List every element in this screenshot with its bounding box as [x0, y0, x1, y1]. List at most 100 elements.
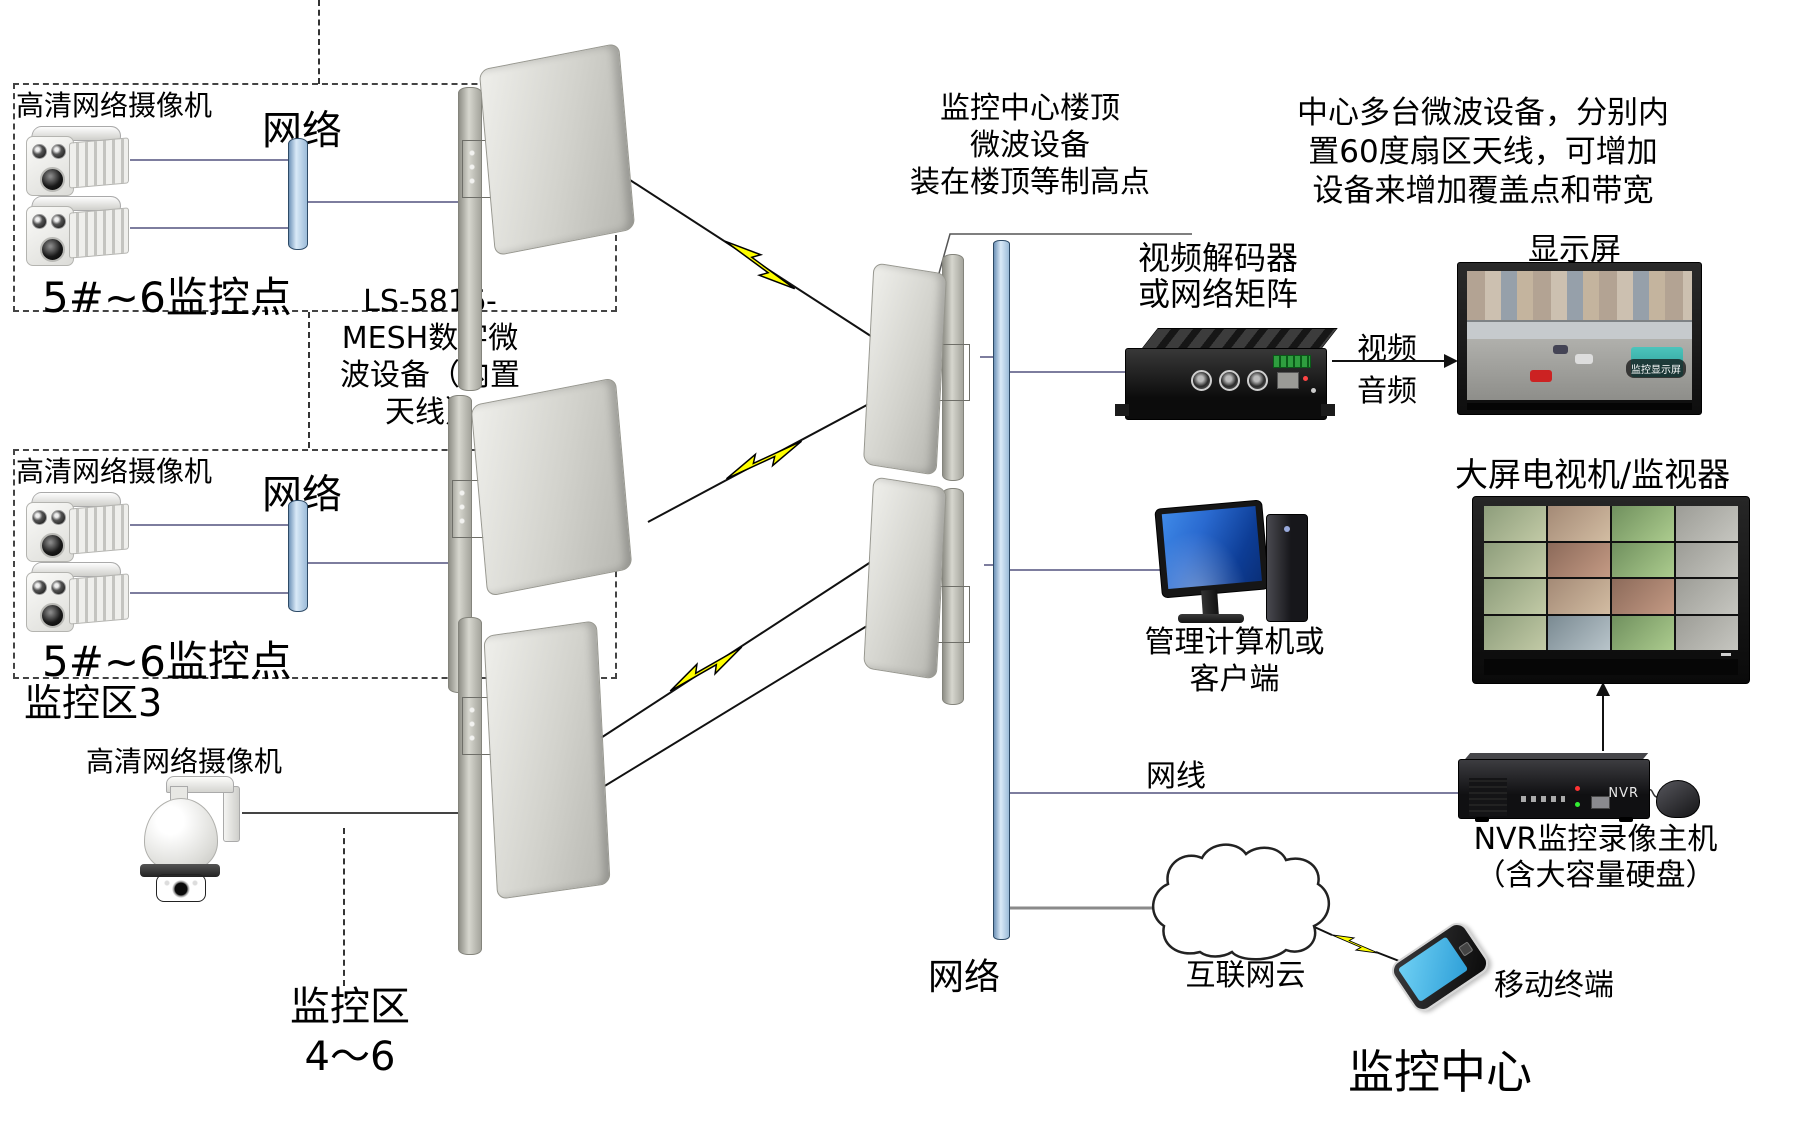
pc-monitor [1154, 499, 1270, 599]
ptz-wall-plate [223, 786, 240, 842]
antenna-panel [863, 476, 947, 680]
camera-front [26, 206, 74, 266]
area-label: 监控区 4～6 [290, 984, 410, 1080]
internet-cloud [1152, 843, 1330, 961]
lightning-bolt-icon [669, 646, 743, 692]
hd-camera-label: 高清网络摄像机 [16, 89, 213, 122]
bullet-camera [26, 492, 130, 562]
panel-antenna [450, 42, 636, 397]
camera-front [26, 136, 74, 196]
camera-front [26, 572, 74, 632]
bnc-connector-icon [1219, 370, 1240, 391]
rooftop-note: 监控中心楼顶 微波设备 装在楼顶等制高点 [910, 91, 1150, 200]
panel-antenna [448, 612, 618, 957]
pc-screen [1161, 506, 1262, 589]
nvr-front-label: NVR [1608, 786, 1639, 801]
panel-antenna [862, 468, 972, 708]
power-led-icon [1284, 526, 1290, 532]
arrow-head-icon [1596, 682, 1610, 696]
nvr-buttons [1521, 796, 1565, 802]
car [1552, 344, 1568, 354]
camera-body [69, 207, 129, 259]
ptz-dome-camera [132, 772, 244, 902]
mast-pole [993, 240, 1010, 940]
tv-label: 大屏电视机/监视器 [1455, 455, 1731, 494]
bullet-camera [26, 126, 130, 196]
lightning-bolt-icon [725, 440, 803, 480]
ethernet-cable-label: 网线 [1146, 759, 1206, 794]
lightning-bolt-icon [1331, 934, 1379, 954]
pc-base [1178, 614, 1244, 623]
network-pole [288, 500, 308, 612]
tv-speaker-strip [1484, 659, 1738, 675]
ethernet-port-icon [1277, 372, 1299, 389]
video-label: 视频 [1357, 332, 1417, 367]
antenna-panel [483, 620, 611, 900]
pc-tower [1266, 514, 1308, 622]
sector-note: 中心多台微波设备，分别内 置60度扇区天线，可增加 设备来增加覆盖点和带宽 [1297, 95, 1669, 209]
camera-body [69, 573, 129, 625]
bullet-camera [26, 562, 130, 632]
camera-lens-icon [40, 603, 65, 628]
bolt-phone-link [1375, 951, 1400, 962]
pc-label: 管理计算机或 客户端 [1144, 625, 1325, 697]
audio-label: 音频 [1357, 374, 1417, 409]
led-icon [1575, 802, 1580, 807]
big-tv [1472, 496, 1750, 684]
nvr-foot [1619, 817, 1633, 822]
mount-ear [1115, 404, 1129, 416]
zone-divider-dash [318, 0, 320, 84]
mobile-label: 移动终端 [1494, 968, 1614, 1003]
camera-lens-icon [40, 167, 65, 192]
hd-camera-label: 高清网络摄像机 [16, 455, 213, 488]
display-monitor: 监控显示屏 [1457, 262, 1702, 415]
ptz-dome [144, 798, 218, 872]
screen-watermark: 监控显示屏 [1626, 359, 1686, 378]
led-icon [1575, 786, 1580, 791]
network-pole [288, 138, 308, 250]
nvr-front: NVR [1458, 759, 1650, 822]
camera-front [26, 502, 74, 562]
antenna-panel [862, 262, 948, 476]
points-label: 5#~6监控点 [42, 637, 292, 686]
nvr-foot [1475, 817, 1489, 822]
antenna-panel [470, 377, 633, 597]
mount-ear [1321, 404, 1335, 416]
cloud-bolt-link [1309, 924, 1333, 936]
tv-indicator [1721, 653, 1731, 656]
antenna-panel [478, 42, 636, 257]
nvr-device: NVR [1458, 753, 1650, 823]
zone-divider-dash [343, 828, 345, 986]
pc-stand [1201, 589, 1219, 617]
camera-body [69, 503, 129, 555]
camera-body [69, 137, 129, 189]
mouse [1656, 780, 1700, 818]
area-label: 监控区3 [24, 681, 163, 725]
bnc-connector-icon [1247, 370, 1268, 391]
antenna-pole [458, 87, 482, 391]
smartphone [1387, 918, 1493, 1016]
monitor-chin [1467, 403, 1692, 410]
nvr-vent [1469, 778, 1507, 816]
car [1575, 353, 1593, 364]
street-buildings [1467, 271, 1692, 323]
nvr-caption: NVR监控录像主机 （含大容量硬盘） [1473, 822, 1718, 893]
ptz-band [140, 864, 220, 877]
ptz-lens-face [156, 874, 206, 902]
tv-camera-grid [1484, 506, 1738, 650]
lightning-bolt-icon [724, 240, 796, 290]
points-label: 5#~6监控点 [42, 273, 292, 322]
terminal-block-icon [1273, 355, 1311, 368]
led-icon [1311, 388, 1316, 393]
mast-network-label: 网络 [928, 957, 1001, 998]
hd-camera-label: 高清网络摄像机 [86, 745, 283, 778]
bullet-camera [26, 196, 130, 266]
camera-lens-icon [40, 533, 65, 558]
zone-divider-dash [308, 312, 310, 448]
antenna-pole [458, 617, 482, 955]
led-icon [1303, 376, 1308, 381]
car [1530, 369, 1552, 382]
bnc-connector-icon [1191, 370, 1212, 391]
arrow-head-icon [1444, 354, 1458, 368]
